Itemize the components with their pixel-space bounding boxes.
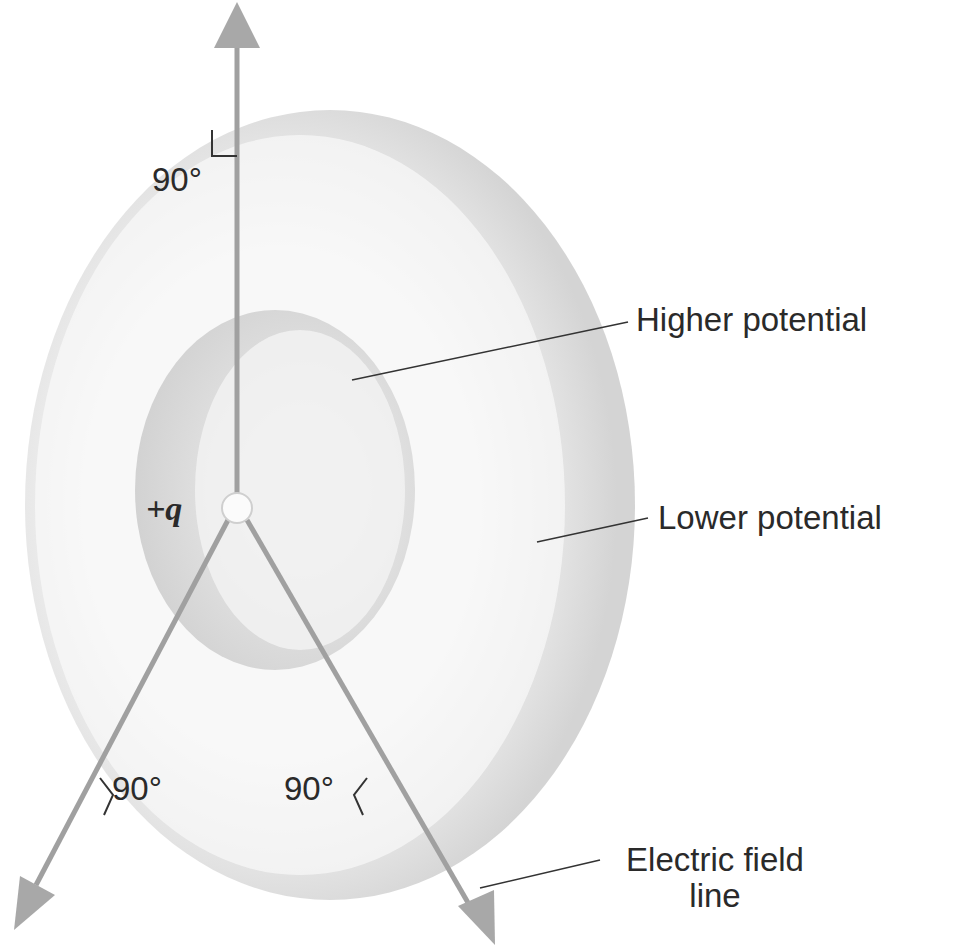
field-lines [36,40,478,920]
charge-label: +q [146,490,182,527]
arrowheads [14,2,495,945]
angle-label: 90° [112,771,162,807]
point-charge [222,493,252,523]
angle-label: 90° [152,162,202,198]
leader-lines [352,322,648,888]
angle-label: 90° [284,771,334,807]
potential-label: Lower potential [658,500,882,536]
outer-equipotential-shell [25,110,635,900]
potential-label: Higher potential [636,302,867,338]
right-angle-marks [100,130,367,815]
field-line-label: Electric field line [610,842,820,915]
